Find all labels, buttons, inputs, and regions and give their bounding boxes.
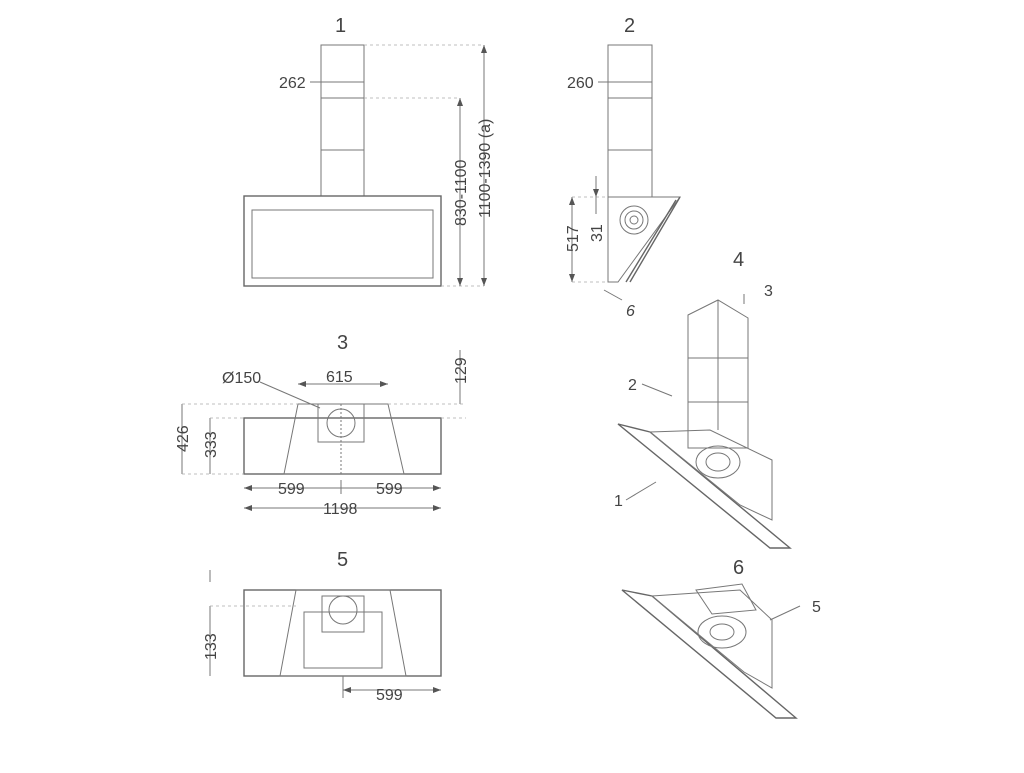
view-5-body	[279, 589, 407, 677]
view-2-chimney	[607, 44, 653, 198]
view-2-side: 2 260 517 31 6	[565, 15, 681, 320]
dim-426: 426	[175, 425, 192, 452]
dim-1100-1390: 1100-1390 (a)	[477, 119, 494, 218]
callout-2: 2	[628, 377, 637, 394]
view-3-canopy	[243, 417, 442, 475]
view-6-label: 6	[733, 557, 744, 579]
dim-830-1100: 830-1100	[453, 159, 470, 226]
view-5-canopy	[243, 589, 442, 677]
view-3-label: 3	[337, 332, 348, 354]
dim-6: 6	[626, 303, 635, 320]
view-3-top: 3 Ø150 615 129 426 333 599 599 1198	[175, 332, 470, 518]
view-6-glass-panel	[621, 589, 798, 719]
dim-133: 133	[203, 633, 220, 660]
view-1-canopy	[243, 195, 442, 287]
view-2-motor	[619, 205, 649, 235]
view-6-body	[650, 589, 773, 689]
dim-31: 31	[589, 224, 606, 242]
view-6-motor	[697, 615, 747, 649]
dim-615: 615	[326, 369, 353, 386]
view-4-glass-panel	[617, 423, 792, 549]
view-1-front: 1 262 830-1100 1100-1390 (a)	[243, 15, 494, 287]
callout-1: 1	[614, 493, 623, 510]
view-4-label: 4	[733, 249, 744, 271]
view-5-top-filter: 5 133 599	[203, 549, 442, 704]
view-6-isometric: 6 5	[621, 557, 821, 719]
dim-1198: 1198	[323, 501, 358, 518]
dim-333: 333	[203, 431, 220, 458]
view-4-motor	[695, 445, 741, 479]
view-5-duct-hole	[328, 595, 358, 625]
view-1-chimney	[320, 44, 365, 197]
dim-262: 262	[279, 75, 306, 92]
dim-599-left: 599	[278, 481, 305, 498]
dim-dia-150: Ø150	[222, 370, 261, 387]
view-5-collar	[321, 595, 365, 633]
dim-517: 517	[565, 225, 582, 252]
callout-3: 3	[764, 283, 773, 300]
view-4-isometric: 4 3 2 1	[614, 249, 792, 549]
callout-5: 5	[812, 599, 821, 616]
dim-599-bottom: 599	[376, 687, 403, 704]
dim-260: 260	[567, 75, 594, 92]
view-4-body	[648, 429, 773, 521]
view-2-body	[607, 196, 681, 283]
dim-129: 129	[453, 357, 470, 384]
view-4-chimney	[687, 299, 749, 449]
view-1-label: 1	[335, 15, 346, 37]
dim-599-right: 599	[376, 481, 403, 498]
view-2-label: 2	[624, 15, 635, 37]
view-3-body	[283, 403, 405, 475]
view-5-label: 5	[337, 549, 348, 571]
